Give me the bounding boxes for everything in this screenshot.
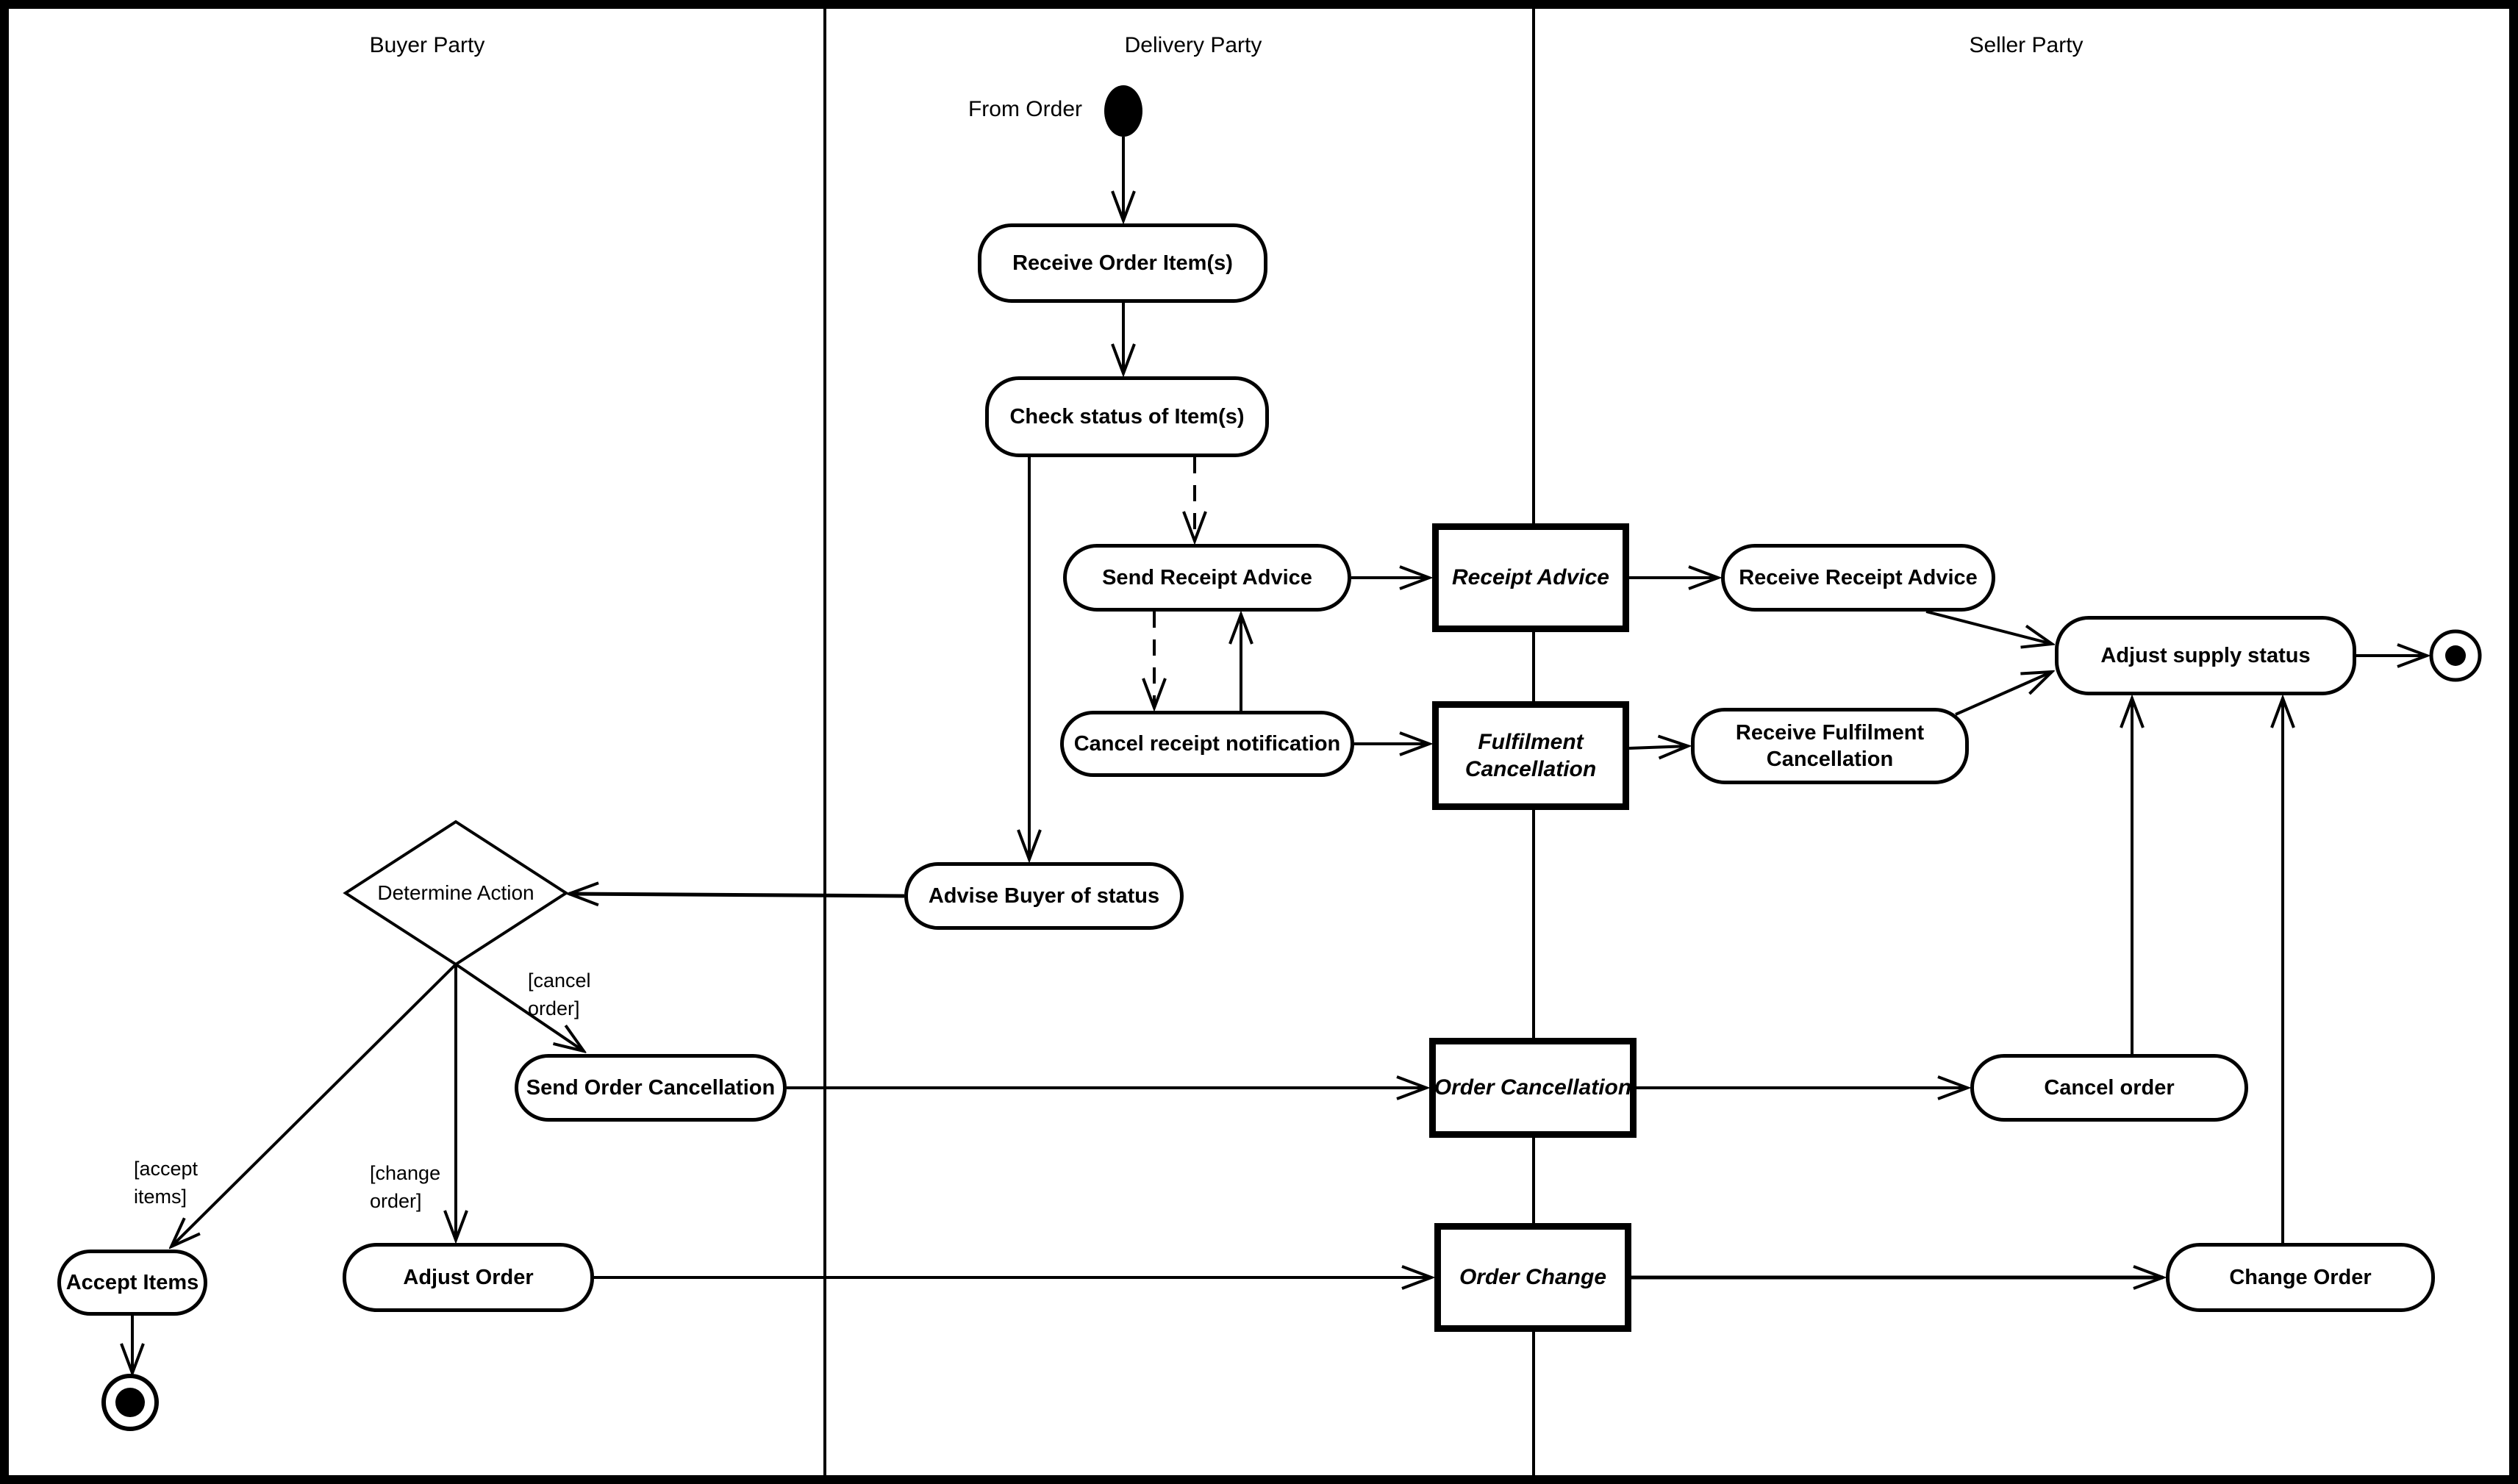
guard-accept-items: [accept items] [134,1158,198,1208]
edge-receive-fulfilment-to-adjust-supply [1955,672,2052,716]
object-node-fulfilment-cancellation: Fulfilment Cancellation [1432,701,1629,810]
activity-advise-buyer-of-status: Advise Buyer of status [904,862,1184,930]
activity-check-status-of-items: Check status of Item(s) [985,376,1269,457]
activity-accept-items: Accept Items [57,1250,207,1316]
decision-determine-action: Determine Action [377,881,534,904]
activity-send-order-cancellation: Send Order Cancellation [515,1054,787,1122]
activity-cancel-order: Cancel order [1970,1054,2248,1122]
activity-receive-receipt-advice: Receive Receipt Advice [1721,544,1995,612]
object-node-order-cancellation: Order Cancellation [1429,1038,1637,1138]
activity-receive-fulfilment-cancellation: Receive Fulfilment Cancellation [1691,708,1969,784]
edge-fulfilment-cancellation-to-receive-fulfilment [1628,746,1688,748]
from-order-label: From Order [968,97,1082,121]
activity-cancel-receipt-notification: Cancel receipt notification [1060,711,1354,777]
lane-label-buyer-party: Buyer Party [369,33,485,57]
activity-change-order: Change Order [2166,1243,2435,1312]
guard-cancel-order: [cancel order] [528,969,591,1019]
activity-adjust-supply-status: Adjust supply status [2055,616,2356,695]
lane-label-delivery-party: Delivery Party [1124,33,1262,57]
activity-receive-order-items: Receive Order Item(s) [978,223,1267,303]
object-node-order-change: Order Change [1434,1223,1631,1332]
edge-determine-action-to-accept-items [171,963,457,1247]
edge-receive-receipt-to-adjust-supply [1925,610,2052,644]
final-node-buyer-dot [115,1388,145,1417]
initial-node [1104,85,1142,137]
edge-determine-action-to-send-order-cancellation [454,963,584,1051]
object-node-receipt-advice: Receipt Advice [1432,523,1629,632]
edge-advise-buyer-to-determine-action [569,894,905,896]
lane-label-seller-party: Seller Party [1969,33,2084,57]
activity-send-receipt-advice: Send Receipt Advice [1063,544,1351,612]
guard-change-order: [change order] [370,1162,441,1212]
activity-adjust-order: Adjust Order [343,1243,594,1312]
final-node-seller-dot [2445,645,2466,666]
